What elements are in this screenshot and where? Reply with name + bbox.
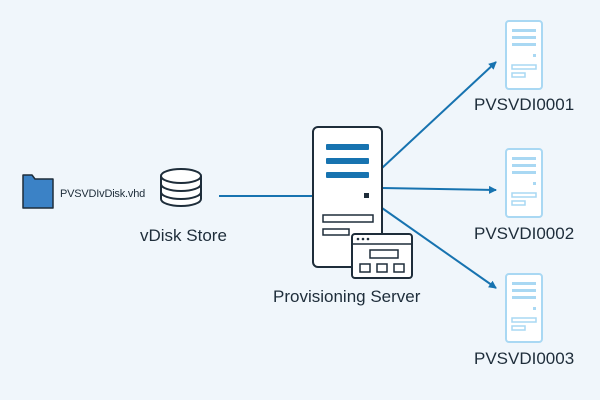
vdisk-store-label: vDisk Store (140, 226, 227, 245)
arrow-to-target-1 (381, 61, 497, 169)
target-label-3: PVSVDI0003 (474, 349, 575, 368)
folder-icon (22, 174, 54, 209)
target-label-1: PVSVDI0001 (474, 95, 575, 114)
small-server-icon (505, 148, 543, 218)
target-label-2: PVSVDI0002 (474, 224, 575, 243)
arrow-to-target-3 (381, 207, 497, 289)
server-tower-icon (312, 126, 383, 268)
database-icon (160, 168, 202, 207)
arrow-to-target-2 (381, 185, 497, 194)
console-window-icon (351, 233, 413, 279)
small-server-icon (505, 20, 543, 90)
file-label: PVSVDIvDisk.vhd (60, 188, 146, 200)
provisioning-server-label: Provisioning Server (273, 287, 421, 306)
small-server-icon (505, 273, 543, 343)
